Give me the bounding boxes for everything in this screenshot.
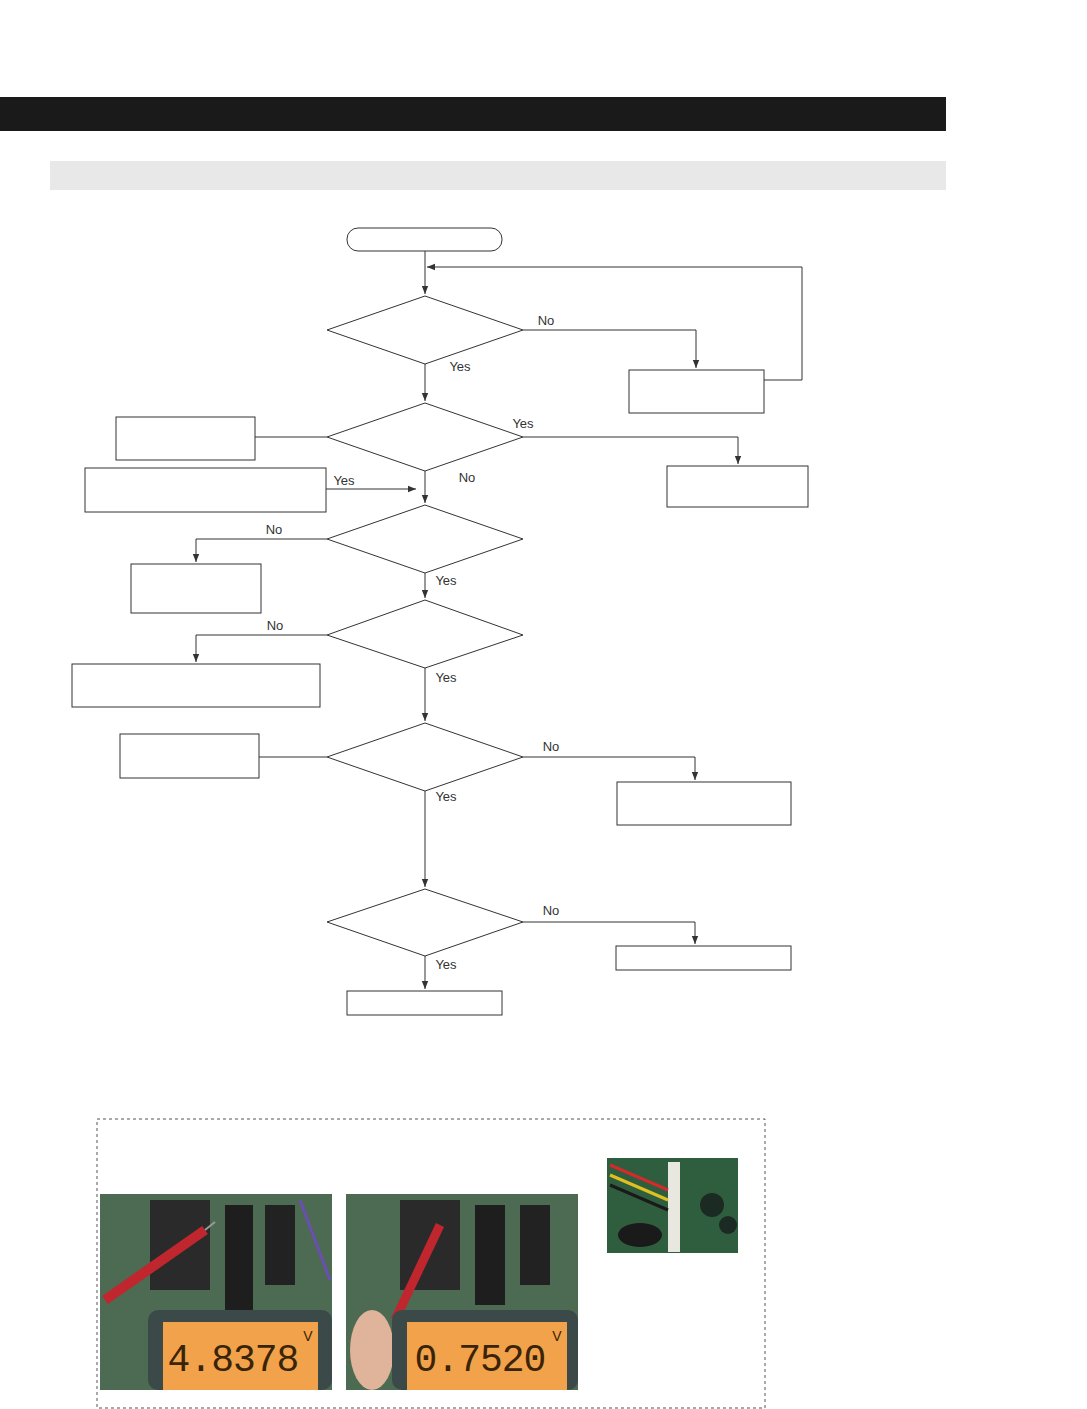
meter-reading: 4.8378: [168, 1342, 299, 1380]
edge-label: Yes: [510, 417, 535, 430]
meter-photo: [100, 1194, 332, 1390]
meter-unit: V: [303, 1329, 312, 1343]
edge-label: No: [541, 904, 562, 917]
meter-reading: 0.7520: [415, 1342, 546, 1380]
photo-frame: [97, 1119, 765, 1408]
edge-label: Yes: [433, 790, 458, 803]
connector-photo: [607, 1158, 738, 1253]
edge-label: Yes: [331, 474, 356, 487]
edge-label: Yes: [447, 360, 472, 373]
edge-label: Yes: [433, 574, 458, 587]
edge-label: No: [265, 619, 286, 632]
subheader-bar: [50, 161, 946, 190]
edge-label: Yes: [433, 671, 458, 684]
header-bar: [0, 97, 946, 131]
edge-label: No: [264, 523, 285, 536]
edge-label: No: [457, 471, 478, 484]
flow-lines: [196, 251, 802, 989]
meter-unit: V: [552, 1329, 561, 1343]
edge-label: No: [541, 740, 562, 753]
flow-shapes: [72, 228, 808, 1015]
meter-photo: [346, 1194, 578, 1390]
edge-label: Yes: [433, 958, 458, 971]
edge-label: No: [536, 314, 557, 327]
